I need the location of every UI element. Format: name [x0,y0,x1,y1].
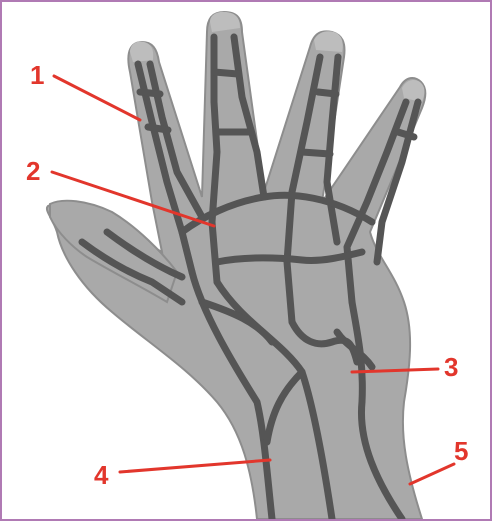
label-3: 3 [444,352,458,382]
label-5: 5 [454,436,468,466]
vein-little-cross-2 [148,127,168,130]
pointer-5 [410,464,454,484]
pointer-1 [54,76,140,120]
label-1: 1 [30,60,44,90]
vein-little-cross-1 [140,92,160,94]
vein-middle-cross-1 [318,92,336,94]
vein-middle-cross-2 [302,152,330,154]
label-2: 2 [26,156,40,186]
vein-index-cross-1 [398,132,414,137]
vein-ring-cross-1 [214,72,238,74]
label-4: 4 [94,460,109,490]
